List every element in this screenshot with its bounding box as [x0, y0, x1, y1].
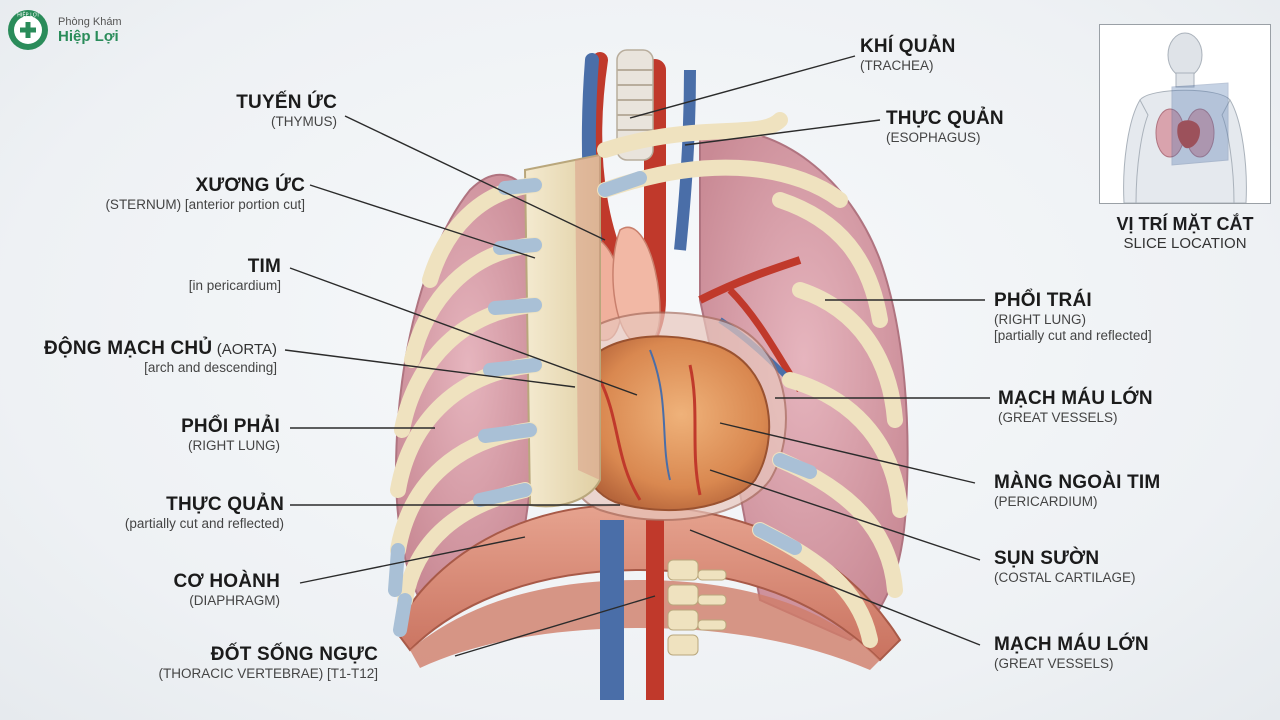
label-costal-cartilage-sub: (COSTAL CARTILAGE)	[994, 570, 1136, 586]
label-sternum-sub: (STERNUM) [anterior portion cut]	[105, 197, 305, 213]
label-sternum: XƯƠNG ỨC (STERNUM) [anterior portion cut…	[105, 175, 305, 213]
label-thymus: TUYẾN ỨC (THYMUS)	[236, 92, 337, 130]
label-esophagus-right: THỰC QUẢN (ESOPHAGUS)	[886, 108, 1004, 146]
label-sternum-main: XƯƠNG ỨC	[195, 175, 305, 196]
label-esophagus-right-sub: (ESOPHAGUS)	[886, 130, 981, 146]
label-thymus-main: TUYẾN ỨC	[236, 92, 337, 113]
label-esophagus-left-sub: (partially cut and reflected)	[124, 516, 284, 532]
thoracic-vertebrae	[667, 559, 727, 656]
ribs	[388, 112, 908, 648]
label-right-lung-sub: (RIGHT LUNG)	[187, 438, 280, 454]
label-thoracic-vertebrae: ĐỐT SỐNG NGỰC (THORACIC VERTEBRAE) [T1-T…	[158, 644, 378, 682]
label-aorta-main: ĐỘNG MẠCH CHỦ	[43, 338, 213, 359]
label-aorta-sub: [arch and descending]	[144, 360, 277, 376]
label-great-vessels-1-main: MẠCH MÁU LỚN	[998, 388, 1153, 409]
label-esophagus-left: THỰC QUẢN (partially cut and reflected)	[125, 494, 284, 532]
inset-title: VỊ TRÍ MẶT CẮT	[1116, 214, 1254, 234]
leader-lines	[284, 55, 990, 657]
heart	[572, 335, 771, 512]
label-trachea-sub: (TRACHEA)	[860, 58, 934, 74]
label-costal-cartilage-main: SỤN SƯỜN	[994, 548, 1100, 569]
brand-top: Phòng Khám	[58, 15, 122, 28]
clinic-logo-icon: HIỆP LỢI	[8, 10, 48, 50]
label-diaphragm-main: CƠ HOÀNH	[173, 571, 280, 592]
label-esophagus-right-main: THỰC QUẢN	[886, 108, 1004, 129]
label-great-vessels-2-sub: (GREAT VESSELS)	[994, 656, 1114, 672]
label-great-vessels-2-main: MẠCH MÁU LỚN	[994, 634, 1149, 655]
label-great-vessels-1: MẠCH MÁU LỚN (GREAT VESSELS)	[998, 388, 1153, 426]
label-right-lung: PHỔI PHẢI (RIGHT LUNG)	[181, 416, 280, 454]
label-esophagus-left-main: THỰC QUẢN	[166, 494, 284, 515]
label-left-lung-main: PHỔI TRÁI	[994, 290, 1092, 311]
label-thoracic-vertebrae-main: ĐỐT SỐNG NGỰC	[210, 644, 378, 665]
label-aorta: ĐỘNG MẠCH CHỦ (AORTA) [arch and descendi…	[44, 338, 277, 376]
label-heart-main: TIM	[247, 256, 281, 277]
label-costal-cartilage: SỤN SƯỜN (COSTAL CARTILAGE)	[994, 548, 1136, 586]
sternum	[523, 153, 601, 508]
label-left-lung: PHỔI TRÁI (RIGHT LUNG) [partially cut an…	[994, 290, 1152, 344]
label-heart: TIM [in pericardium]	[189, 256, 281, 294]
label-trachea-main: KHÍ QUẢN	[860, 36, 956, 57]
body-figure-icon	[1123, 32, 1247, 204]
label-thymus-sub: (THYMUS)	[271, 114, 337, 130]
label-pericardium: MÀNG NGOÀI TIM (PERICARDIUM)	[994, 472, 1160, 510]
label-pericardium-main: MÀNG NGOÀI TIM	[994, 472, 1161, 493]
brand-name: Hiệp Lợi	[58, 27, 119, 45]
label-thoracic-vertebrae-sub: (THORACIC VERTEBRAE) [T1-T12]	[158, 666, 378, 682]
label-heart-sub: [in pericardium]	[188, 278, 281, 294]
clinic-brand: HIỆP LỢI Phòng Khám Hiệp Lợi	[6, 8, 122, 52]
label-diaphragm: CƠ HOÀNH (DIAPHRAGM)	[174, 571, 280, 609]
slice-location-caption: VỊ TRÍ MẶT CẮT SLICE LOCATION	[1099, 214, 1271, 252]
logo-text: HIỆP LỢI	[17, 11, 39, 19]
inset-subtitle: SLICE LOCATION	[1123, 235, 1247, 252]
label-left-lung-sub2: [partially cut and reflected]	[994, 328, 1152, 344]
label-right-lung-main: PHỔI PHẢI	[181, 416, 280, 437]
label-great-vessels-1-sub: (GREAT VESSELS)	[998, 410, 1118, 426]
label-great-vessels-2: MẠCH MÁU LỚN (GREAT VESSELS)	[994, 634, 1149, 672]
label-left-lung-sub: (RIGHT LUNG)	[994, 312, 1087, 328]
slice-location-inset	[1099, 24, 1271, 204]
label-trachea: KHÍ QUẢN (TRACHEA)	[860, 36, 956, 74]
label-diaphragm-sub: (DIAPHRAGM)	[189, 593, 280, 609]
label-aorta-suffix: (AORTA)	[216, 341, 277, 358]
label-pericardium-sub: (PERICARDIUM)	[994, 494, 1098, 510]
